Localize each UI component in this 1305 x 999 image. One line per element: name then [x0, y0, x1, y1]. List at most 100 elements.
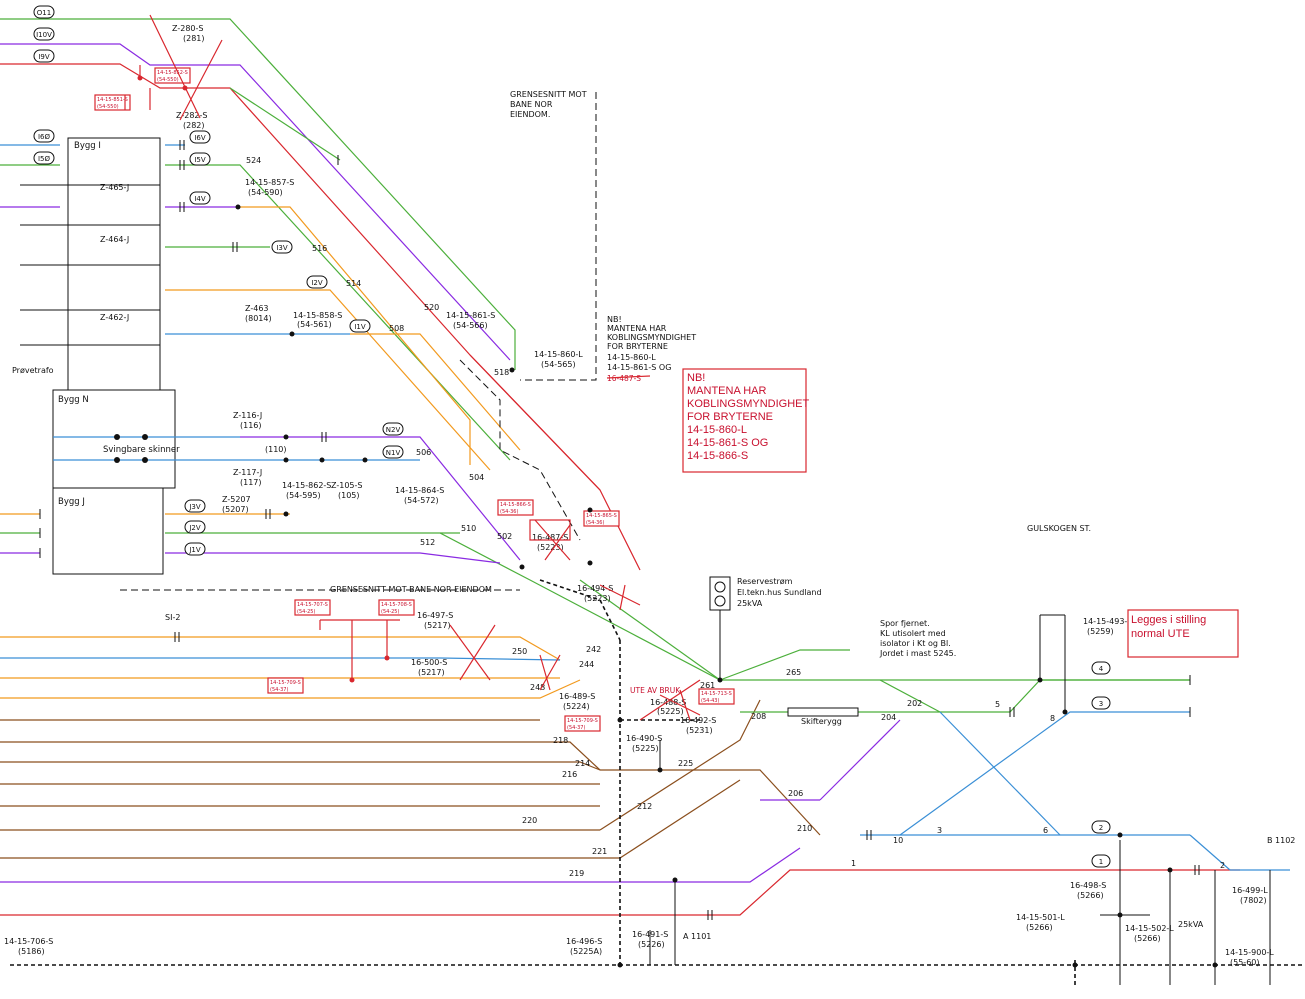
svg-text:208: 208 [751, 712, 766, 721]
badge-n2v: N2V [382, 422, 404, 436]
svg-text:1: 1 [851, 859, 856, 868]
svg-text:204: 204 [881, 713, 896, 722]
label-s857n: (54-590) [248, 188, 283, 197]
svg-text:I6V: I6V [194, 134, 206, 142]
label-l501n: (5266) [1026, 923, 1053, 932]
track-end-markers [337, 155, 1191, 717]
badge-i10v: I10V [33, 27, 55, 41]
label-s706n: (5186) [18, 947, 45, 956]
label-s491n: (5226) [638, 940, 665, 949]
label-z282: Z-282-S [176, 111, 207, 120]
label-s492n: (5231) [686, 726, 713, 735]
junction-dots [235, 204, 1218, 968]
label-z5207: Z-5207 [222, 495, 251, 504]
svg-text:FOR BRYTERNE: FOR BRYTERNE [607, 342, 668, 351]
svg-text:I5Ø: I5Ø [38, 155, 51, 163]
svg-text:El.tekn.hus Sundland: El.tekn.hus Sundland [737, 588, 822, 597]
note-box-nb: NB! MANTENA HAR KOBLINGSMYNDIGHET FOR BR… [682, 368, 810, 473]
svg-text:14-15-851-S: 14-15-851-S [97, 97, 128, 103]
svg-text:GRENSESNITT MOT BANE NOR EIEND: GRENSESNITT MOT BANE NOR EIENDOM [330, 585, 492, 594]
svg-text:J2V: J2V [188, 524, 201, 532]
label-z280n: (281) [183, 34, 205, 43]
svg-text:I4V: I4V [194, 195, 206, 203]
svg-text:218: 218 [553, 736, 568, 745]
red-symbols [124, 65, 701, 721]
svg-text:N2V: N2V [386, 426, 401, 434]
svg-text:N1V: N1V [386, 449, 401, 457]
bygg-n-label: Bygg N [58, 395, 89, 405]
label-z464: Z-464-J [100, 235, 129, 244]
track-badges: O11 I10V I9V I6Ø I5Ø I6V I5V I4V I3V I2V… [33, 5, 1111, 868]
svg-text:512: 512 [420, 538, 435, 547]
badge-track-3: 3 [1091, 696, 1111, 710]
label-z116n: (116) [240, 421, 262, 430]
svg-text:14-15-709-S: 14-15-709-S [270, 680, 301, 686]
svg-text:14-15-708-S: 14-15-708-S [381, 602, 412, 608]
svg-text:261: 261 [700, 681, 715, 690]
svg-text:A 1101: A 1101 [683, 932, 711, 941]
svg-text:B 1102: B 1102 [1267, 836, 1295, 845]
svg-text:BANE NOR: BANE NOR [510, 100, 553, 109]
svg-text:GULSKOGEN ST.: GULSKOGEN ST. [1027, 524, 1091, 533]
svg-text:(54-25): (54-25) [381, 609, 399, 615]
label-l493: 14-15-493-L [1083, 617, 1132, 626]
svg-text:508: 508 [389, 324, 404, 333]
label-l860: 14-15-860-L [534, 350, 583, 359]
svg-text:I9V: I9V [38, 53, 50, 61]
svg-text:NB!: NB! [607, 315, 622, 324]
label-z463n: (8014) [245, 314, 272, 323]
label-z465: Z-465-J [100, 183, 129, 192]
building-bygg-i [67, 137, 161, 391]
label-s494: 16-494-S [577, 584, 613, 593]
label-s861n: (54-566) [453, 321, 488, 330]
svg-text:KL utisolert med: KL utisolert med [880, 629, 946, 638]
svg-text:221: 221 [592, 847, 607, 856]
svg-text:25kVA: 25kVA [737, 599, 763, 608]
label-s500: 16-500-S [411, 658, 447, 667]
label-s498n: (5266) [1077, 891, 1104, 900]
svg-text:10: 10 [893, 836, 903, 845]
svg-text:Reservestrøm: Reservestrøm [737, 577, 793, 586]
badge-track-4: 4 [1091, 661, 1111, 675]
label-l860n: (54-565) [541, 360, 576, 369]
svg-text:14-15-861-S OG: 14-15-861-S OG [607, 363, 671, 372]
badge-track-1: 1 [1091, 854, 1111, 868]
badge-i5o: I5Ø [33, 151, 55, 165]
svg-text:216: 216 [562, 770, 577, 779]
label-s862: 14-15-862-S [282, 481, 331, 490]
svg-text:210: 210 [797, 824, 812, 833]
svg-text:(54-37): (54-37) [567, 725, 585, 731]
label-z280: Z-280-S [172, 24, 203, 33]
svg-text:14-15-866-S: 14-15-866-S [687, 450, 748, 462]
label-z5207n: (5207) [222, 505, 249, 514]
label-z117n: (117) [240, 478, 262, 487]
svg-text:504: 504 [469, 473, 484, 482]
badge-i4v: I4V [189, 191, 211, 205]
svg-text:14-15-866-S: 14-15-866-S [500, 502, 531, 508]
label-s861: 14-15-861-S [446, 311, 495, 320]
svg-text:2: 2 [1099, 824, 1103, 832]
label-s487n: (5223) [537, 543, 564, 552]
label-s488: 16-488-S [650, 698, 686, 707]
badge-j3v: J3V [184, 499, 206, 513]
svg-text:14-15-861-S OG: 14-15-861-S OG [687, 437, 768, 449]
svg-text:14-15-713-S: 14-15-713-S [701, 691, 732, 697]
label-s490: 16-490-S [626, 734, 662, 743]
label-s858: 14-15-858-S [293, 311, 342, 320]
badge-i2v: I2V [306, 275, 328, 289]
label-z117: Z-117-J [233, 468, 262, 477]
svg-text:242: 242 [586, 645, 601, 654]
svg-text:Legges i stilling: Legges i stilling [1131, 614, 1206, 626]
svg-text:506: 506 [416, 448, 431, 457]
svg-text:KOBLINGSMYNDIGHET: KOBLINGSMYNDIGHET [607, 333, 696, 342]
svg-text:SI-2: SI-2 [165, 613, 180, 622]
svg-text:206: 206 [788, 789, 803, 798]
svg-text:GRENSESNITT MOT: GRENSESNITT MOT [510, 90, 587, 99]
svg-text:212: 212 [637, 802, 652, 811]
badge-i6v: I6V [189, 130, 211, 144]
label-l499: 16-499-L [1232, 886, 1268, 895]
svg-text:520: 520 [424, 303, 439, 312]
svg-text:I2V: I2V [311, 279, 323, 287]
svg-text:MANTENA HAR: MANTENA HAR [607, 324, 667, 333]
